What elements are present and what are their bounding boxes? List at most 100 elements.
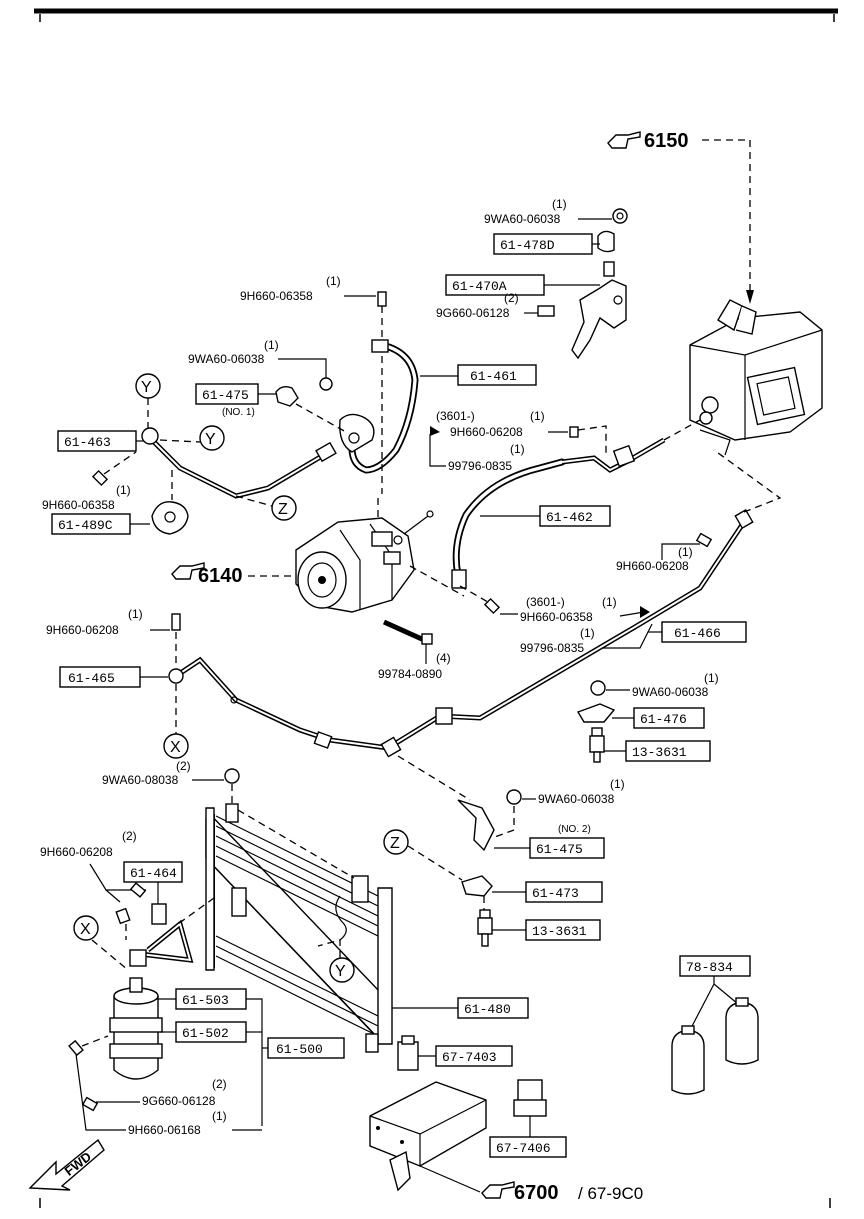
part-box-label: 61-475 xyxy=(202,388,249,403)
valve-bracket-assembly xyxy=(537,208,628,360)
callout-x: X xyxy=(163,733,189,759)
qty-label: (1) xyxy=(704,671,719,685)
part-box-label: 67-7406 xyxy=(496,1141,551,1156)
part-box-label: 61-489C xyxy=(58,518,113,533)
pointing-hand-icon xyxy=(171,562,205,580)
refrigerant-can xyxy=(671,1025,705,1095)
qty-label: (1) xyxy=(510,442,525,456)
part-box-label: 61-478D xyxy=(500,238,555,253)
part-box-label: 61-470A xyxy=(452,279,507,294)
svg-text:Y: Y xyxy=(205,431,216,448)
part-box xyxy=(123,861,183,883)
part-number-label: 9WA60-06038 xyxy=(188,352,265,366)
leader-6150 xyxy=(702,139,751,296)
pointing-hand-icon xyxy=(607,131,641,149)
refrigerant-can xyxy=(725,997,759,1065)
part-box-label: 61-461 xyxy=(470,369,517,384)
part-number-label: 99796-0835 xyxy=(520,641,584,655)
qty-label: (1) xyxy=(610,777,625,791)
control-unit-drawing xyxy=(369,1081,487,1192)
svg-text:X: X xyxy=(170,739,181,756)
ref-6140-label: 6140 xyxy=(198,565,243,587)
svg-text:Y: Y xyxy=(141,379,152,396)
ref-6150-label: 6150 xyxy=(644,130,689,152)
compressor-6140-drawing xyxy=(295,510,434,613)
callout-z: Z xyxy=(383,829,409,855)
part-number-label: 9H660-06208 xyxy=(40,845,113,859)
part-box-label: 61-500 xyxy=(276,1042,323,1057)
note-label: (NO. 2) xyxy=(558,824,591,835)
part-box xyxy=(679,955,751,977)
part-box xyxy=(489,1136,567,1158)
serial-label: (3601-) xyxy=(526,595,565,609)
part-number-label: 9WA60-08038 xyxy=(102,773,179,787)
part-box-label: 61-466 xyxy=(674,626,721,641)
part-box-label: 61-462 xyxy=(546,510,593,525)
hose-61-461 xyxy=(339,339,419,474)
qty-label: (1) xyxy=(678,545,693,559)
svg-text:X: X xyxy=(80,921,91,938)
svg-text:Z: Z xyxy=(390,835,400,852)
qty-label: (1) xyxy=(212,1109,227,1123)
qty-label: (2) xyxy=(122,829,137,843)
part-box-label: 13-3631 xyxy=(632,745,687,760)
ref-6140: 6140 xyxy=(171,562,243,587)
part-number-label: 9H660-06168 xyxy=(128,1123,201,1137)
qty-label: (4) xyxy=(436,651,451,665)
part-number-label: 99796-0835 xyxy=(448,459,512,473)
part-number-label: 9H660-06208 xyxy=(46,623,119,637)
part-box-label: 61-503 xyxy=(182,993,229,1008)
part-box-label: 78-834 xyxy=(686,960,733,975)
part-box-label: 61-464 xyxy=(130,866,177,881)
callout-y: Y xyxy=(329,957,355,983)
pointing-hand-icon xyxy=(481,1181,515,1199)
qty-label: (2) xyxy=(504,291,519,305)
evaporator-unit-drawing xyxy=(689,299,823,456)
page-frame xyxy=(34,8,838,1208)
part-box-label: 61-463 xyxy=(64,435,111,450)
qty-label: (1) xyxy=(552,197,567,211)
ref-6700-label: 6700 xyxy=(514,1182,559,1204)
note-label: (NO. 1) xyxy=(222,407,255,418)
qty-label: (1) xyxy=(116,483,131,497)
part-box-label: 61-502 xyxy=(182,1026,229,1041)
receiver-drier-drawing xyxy=(109,903,194,1080)
part-box-label: 61-473 xyxy=(532,886,579,901)
part-number-label: 9H660-06358 xyxy=(520,610,593,624)
ref-6700-alt-label: / 67-9C0 xyxy=(578,1184,643,1203)
part-number-label: 9WA60-06038 xyxy=(538,792,615,806)
part-number-label: 99784-0890 xyxy=(378,667,442,681)
condenser-61-480-drawing xyxy=(205,803,393,1053)
qty-label: (1) xyxy=(326,274,341,288)
part-box-label: 67-7403 xyxy=(442,1050,497,1065)
part-number-label: 9H660-06208 xyxy=(616,559,689,573)
part-number-label: 9H660-06358 xyxy=(240,289,313,303)
svg-text:Z: Z xyxy=(278,501,288,518)
qty-label: (1) xyxy=(530,409,545,423)
part-number-label: 9G660-06128 xyxy=(142,1094,216,1108)
qty-label: (1) xyxy=(602,595,617,609)
part-number-label: 9WA60-06038 xyxy=(632,685,709,699)
part-number-label: 9H660-06358 xyxy=(42,498,115,512)
serial-label: (3601-) xyxy=(436,409,475,423)
qty-label: (2) xyxy=(176,759,191,773)
part-number-label: 9G660-06128 xyxy=(436,306,510,320)
part-box-label: 61-476 xyxy=(640,712,687,727)
part-box-label: 61-475 xyxy=(536,842,583,857)
callout-x: X xyxy=(73,915,99,941)
hose-61-462 xyxy=(451,437,666,589)
qty-label: (2) xyxy=(212,1077,227,1091)
pipe-61-466-61-465 xyxy=(168,508,754,758)
part-box xyxy=(457,364,537,386)
svg-text:Y: Y xyxy=(335,963,346,980)
relay-67-7403 xyxy=(397,1035,419,1071)
qty-label: (1) xyxy=(580,626,595,640)
ref-6150: 6150 xyxy=(607,130,689,152)
part-box-label: 61-465 xyxy=(68,671,115,686)
part-box-label: 13-3631 xyxy=(532,924,587,939)
callout-y: Y xyxy=(199,425,225,451)
part-number-label: 9WA60-06038 xyxy=(484,212,561,226)
part-box-label: 61-480 xyxy=(464,1002,511,1017)
qty-label: (1) xyxy=(264,338,279,352)
